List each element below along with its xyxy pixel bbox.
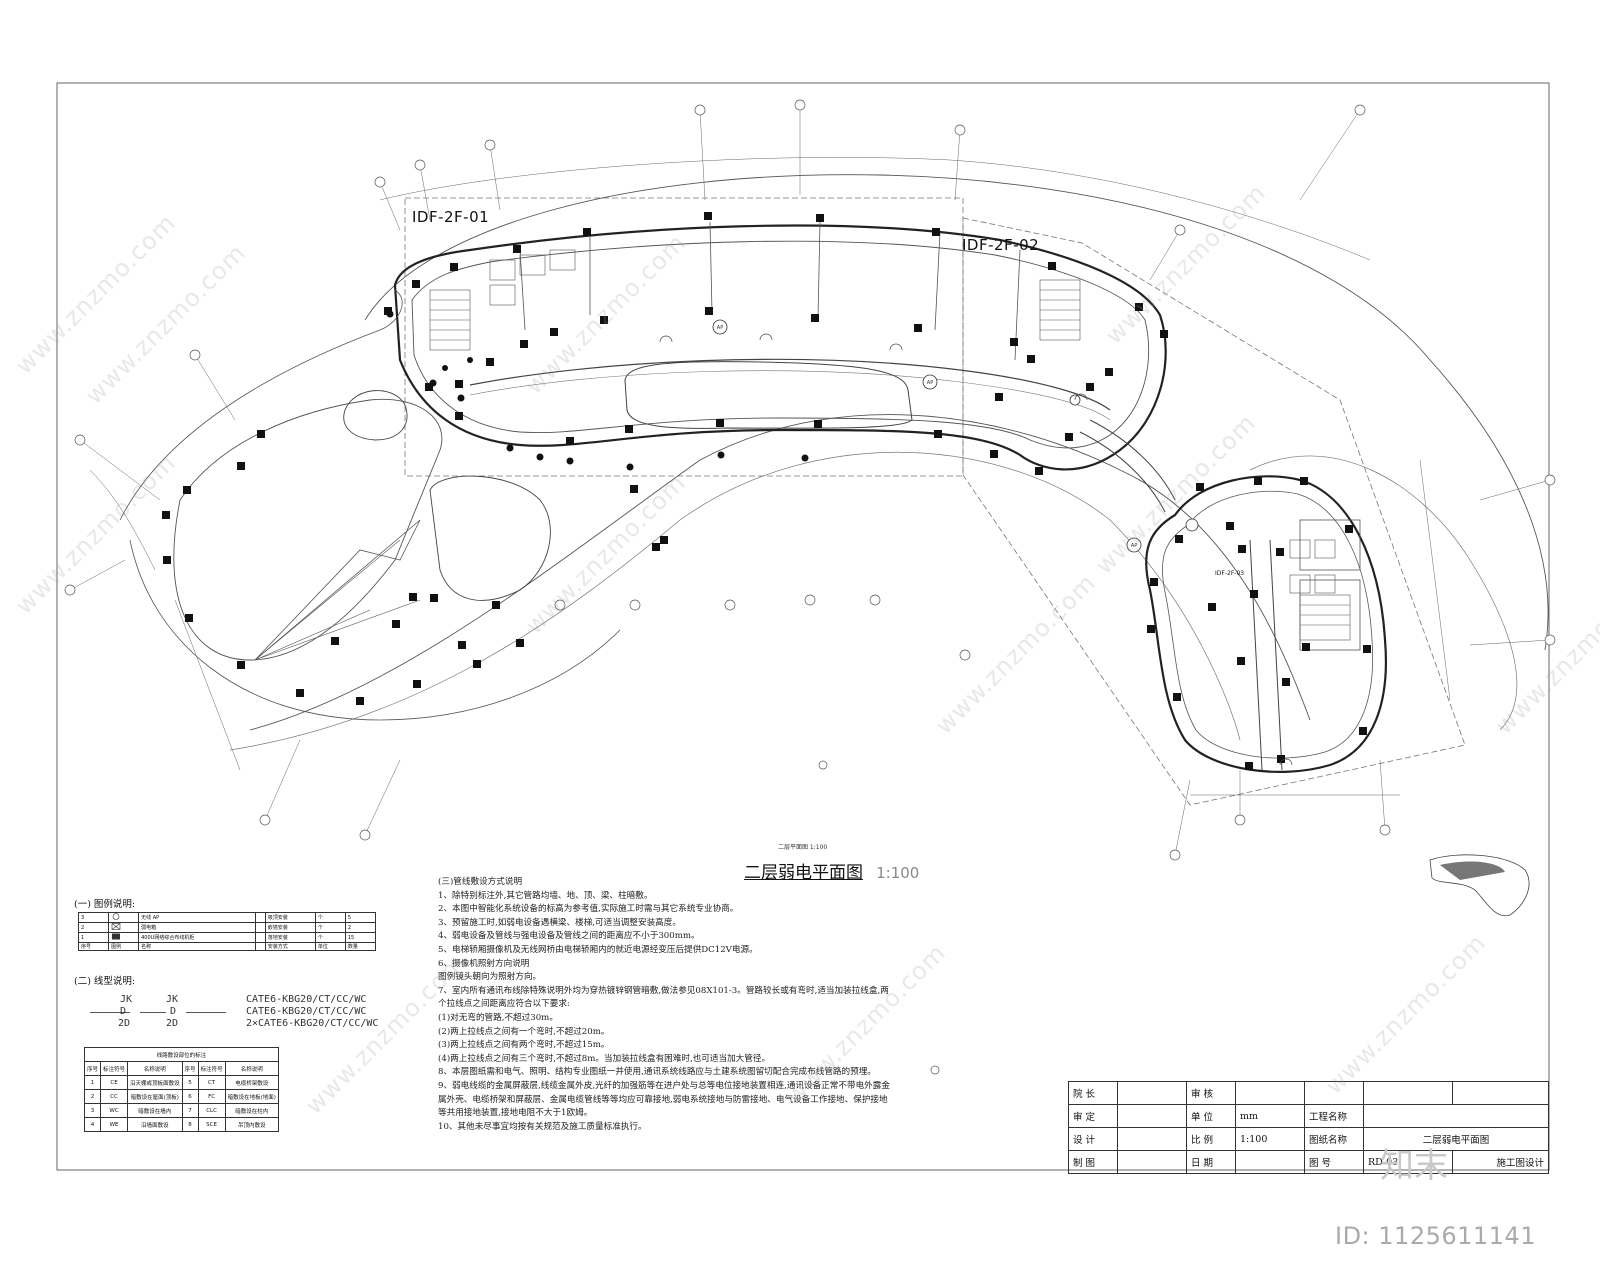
note-line: 属外壳、电缆桥架和屏蔽层、金属电缆管线等等均应可靠接地,弱电系统接地与防雷接地、…: [438, 1094, 888, 1105]
loop-mid: [429, 475, 551, 601]
key-plan: [1429, 854, 1530, 917]
idf-label-1: IDF-2F-01: [412, 208, 490, 226]
idf-zone-2: [962, 217, 1466, 806]
drawing-title-main: 二层弱电平面图: [744, 863, 863, 883]
line-cable: 2×CATE6-KBG20/CT/CC/WC: [246, 1018, 379, 1029]
ap-symbol-icon: [112, 913, 120, 920]
note-line: (4)两上拉线点之间有三个弯时,不超过8m。当加装拉线盒有困难时,也可适当加大管…: [438, 1053, 771, 1064]
left-plaza-outer: [119, 289, 403, 521]
legend-footer: 序号图例 名称 安装方式单位数量: [77, 942, 377, 951]
legend-header: (一) 图例说明:: [74, 899, 136, 910]
cabinet-icon: [112, 933, 121, 940]
note-line: 7、室内所有通讯布线除特殊说明外均为穿热镀锌钢管暗敷,做法参见08X101-3。…: [438, 985, 889, 996]
line-code: JK: [120, 994, 133, 1005]
note-line: 2、本图中智能化系统设备的标高为参考值,实际施工时需与其它系统专业协商。: [438, 904, 739, 915]
note-line: 8、本层图纸需和电气、照明、结构专业图纸一并使用,通讯系统线路应与土建系统图留切…: [438, 1067, 876, 1078]
line-types: JK JK CATE6-KBG20/CT/CC/WC D D CATE6-KBG…: [90, 994, 390, 1046]
site-inner-curve: [249, 414, 1311, 731]
note-line: (3)两上拉线点之间有两个弯时,不超过15m。: [438, 1040, 610, 1051]
brand-logo: 知末: [1380, 1146, 1448, 1186]
note-line: 9、弱电线缆的金属屏蔽层,线缆金属外皮,光纤的加强筋等在进户处与总等电位接地装置…: [438, 1080, 890, 1091]
note-line: (2)两上拉线点之间有一个弯时,不超过20m。: [438, 1026, 610, 1037]
svg-text:AP: AP: [927, 380, 933, 386]
site-lower-curve: [229, 451, 1241, 751]
notes-header: (三)管线敷设方式说明: [438, 877, 523, 887]
right-wing-wall: [1145, 475, 1387, 773]
drawing-title-scale: 1:100: [876, 864, 920, 882]
note-line: 个拉线点之间距离应符合以下要求:: [438, 999, 570, 1010]
line-code: D: [170, 1006, 177, 1017]
idf-zone-1: [404, 197, 964, 477]
line-cable: CATE6-KBG20/CT/CC/WC: [246, 1006, 367, 1017]
line-cable: CATE6-KBG20/CT/CC/WC: [246, 994, 367, 1005]
corridor-line: [469, 358, 1111, 411]
cable-table-header: 序号标注符号名称说明 序号标注符号名称说明: [83, 1061, 279, 1076]
courtyard: [624, 361, 913, 429]
line-code: 2D: [118, 1018, 131, 1029]
installation-notes: (三)管线敷设方式说明 1、除特别标注外,其它管路均墙、地、顶、梁、柱暗敷。 2…: [438, 876, 890, 1134]
building-outer-wall: [393, 224, 1167, 471]
line-code: 2D: [166, 1018, 179, 1029]
idf-label-3: IDF-2F-03: [1215, 570, 1245, 577]
site-right-curve: [1249, 455, 1518, 731]
weak-box-icon: [111, 923, 121, 930]
loop-small: [343, 390, 408, 441]
note-line: 3、预留施工时,如弱电设备遇横梁、楼梯,可适当调整安装高度。: [438, 917, 681, 928]
corridor-line-2: [469, 370, 1111, 421]
note-line: 6、摄像机照射方向说明: [438, 958, 530, 969]
image-id: ID: 1125611141: [1335, 1222, 1536, 1250]
note-line: 10、其他未尽事宜均按有关规范及施工质量标准执行。: [438, 1121, 647, 1132]
cable-table-title: 线路敷设部位的标注: [84, 1047, 279, 1062]
right-wing-inner: [1162, 490, 1374, 759]
note-line: 1、除特别标注外,其它管路均墙、地、顶、梁、柱暗敷。: [438, 890, 653, 901]
drawing-frame: [56, 82, 1550, 1171]
line-code: D: [120, 1006, 127, 1017]
bridge: [1079, 419, 1176, 513]
note-line: 图例镜头朝向为照射方向。: [438, 972, 542, 983]
title-block-row: 院 长 审 核: [1068, 1081, 1549, 1105]
note-line: 4、弱电设备及管线与强电设备及管线之间的距离应不小于300mm。: [438, 931, 700, 942]
triangle-feature: [254, 519, 421, 661]
note-line: 5、电梯轿厢摄像机及无线网桥由电梯轿厢内的就近电源经变压后提供DC12V电源。: [438, 944, 758, 955]
note-line: 等共用接地装置,接地电阻不大于1欧姆。: [438, 1108, 593, 1119]
drawing-title-small: 二层平面图 1:100: [778, 844, 828, 851]
note-line: (1)对无弯的管路,不超过30m。: [438, 1012, 558, 1023]
building-inner-wall: [411, 240, 1150, 449]
site-outer-curve: [364, 174, 1549, 651]
line-types-header: (二) 线型说明:: [74, 976, 136, 987]
left-plaza: [173, 398, 443, 661]
idf-label-2: IDF-2F-02: [962, 236, 1040, 254]
drawing-title: 二层弱电平面图 1:100: [744, 858, 919, 883]
svg-text:AP: AP: [1131, 543, 1137, 549]
svg-text:AP: AP: [717, 325, 723, 331]
line-code: JK: [166, 994, 179, 1005]
